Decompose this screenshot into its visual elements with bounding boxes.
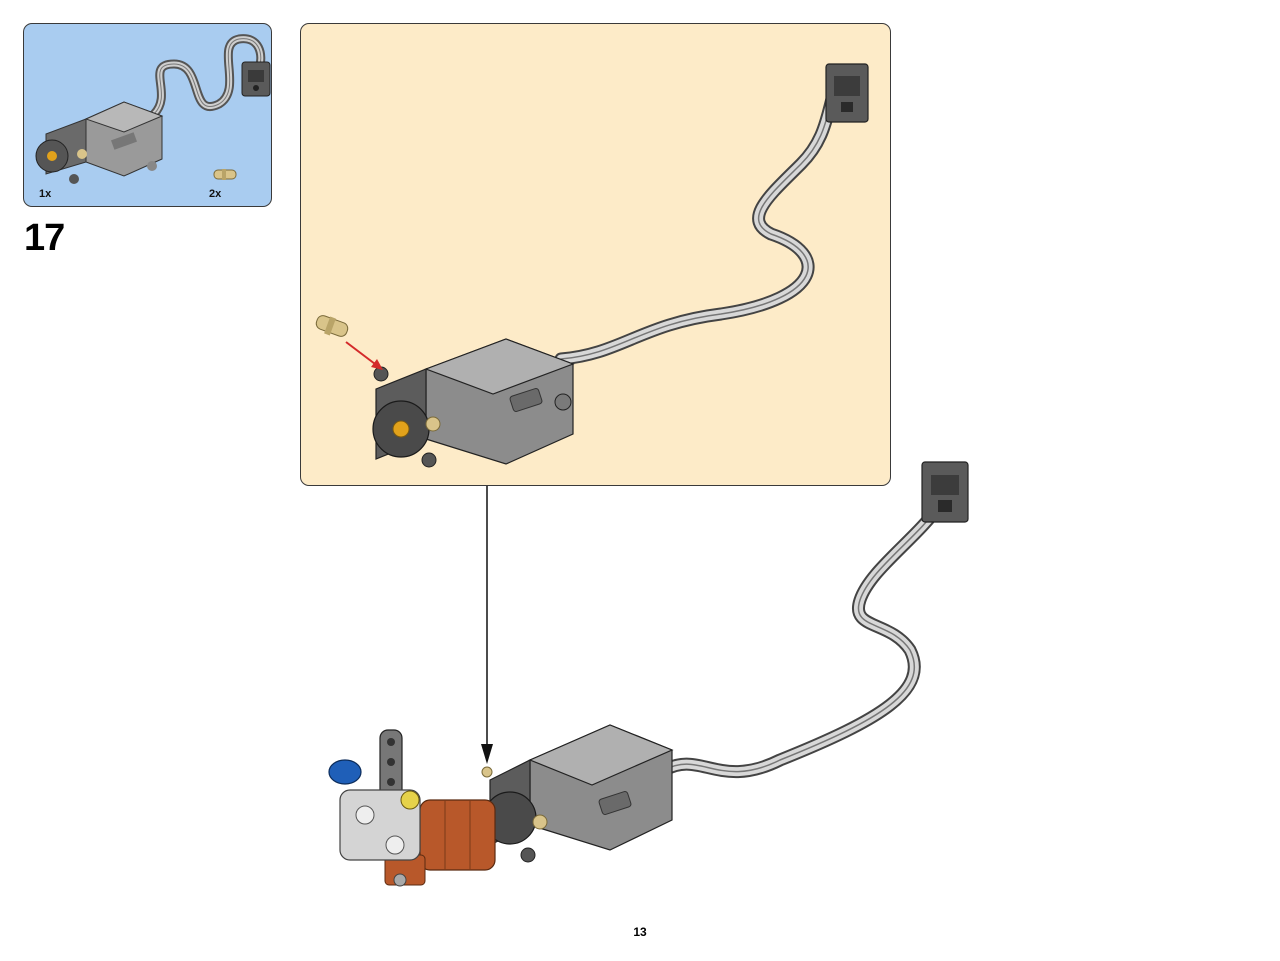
cable-plug-icon <box>921 461 969 523</box>
cable-plug-icon <box>825 63 869 123</box>
connector-pin-icon <box>315 315 349 337</box>
sub-assembly-callout <box>300 23 891 486</box>
sub-assembly-illustration <box>315 63 869 468</box>
parts-list-illustration <box>35 34 271 184</box>
part-quantity-pin: 2x <box>209 188 222 200</box>
page-number: 13 <box>633 925 647 939</box>
blue-connector-icon <box>328 759 362 785</box>
cable-plug-icon <box>241 61 271 97</box>
power-functions-motor-icon <box>481 724 674 863</box>
liftarm-frame-icon <box>339 729 421 887</box>
power-functions-motor-icon <box>372 338 575 468</box>
parts-list-box: 1x 2x <box>23 23 272 207</box>
callout-pointer-arrow <box>481 486 493 764</box>
motor-cable-icon <box>149 34 266 119</box>
motor-cable-icon <box>554 67 848 366</box>
part-quantity-motor: 1x <box>39 188 52 200</box>
connector-pin-icon <box>213 169 237 180</box>
step-number: 17 <box>24 217 65 259</box>
motor-cable-icon <box>658 498 947 779</box>
insert-direction-arrow <box>345 341 383 370</box>
power-functions-motor-icon <box>35 101 164 184</box>
